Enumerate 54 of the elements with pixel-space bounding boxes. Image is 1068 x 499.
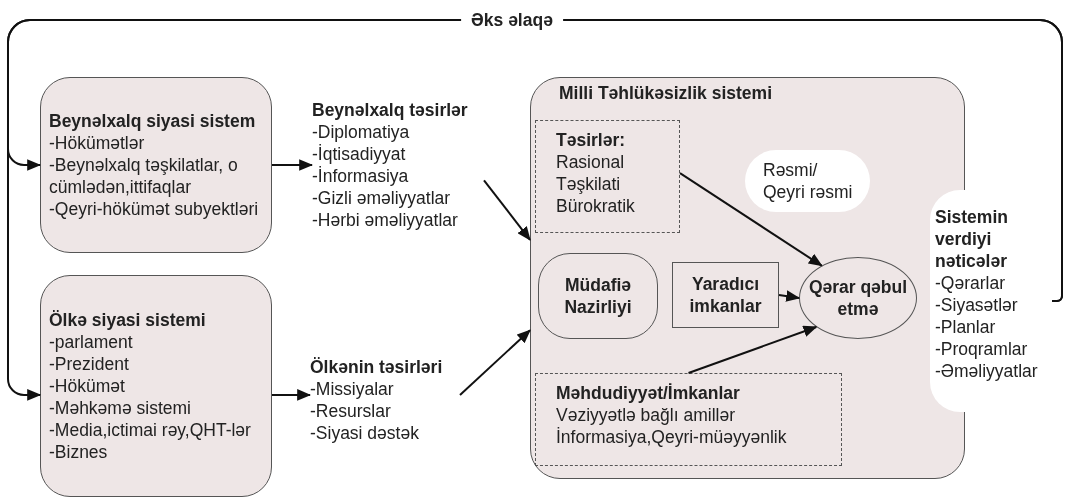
heading: Təsirlər: bbox=[556, 129, 627, 151]
list-item: Təşkilati bbox=[556, 173, 622, 195]
pill-shape bbox=[745, 150, 870, 212]
rect-box bbox=[672, 262, 779, 328]
list-item: Bürokratik bbox=[556, 195, 636, 217]
list-item: -Siyasi dəstək bbox=[310, 421, 420, 444]
heading: Beynəlxalq siyasi sistem bbox=[49, 110, 257, 132]
list-item: -Beynəlxalq təşkilatlar, o cümlədən,ittifaqlar bbox=[49, 154, 239, 198]
heading: Beynəlxalq təsirlər bbox=[312, 99, 469, 121]
heading: Məhdudiyyət/İmkanlar bbox=[556, 382, 741, 404]
arrow bbox=[7, 19, 1063, 401]
list-item: -Missiyalar bbox=[310, 377, 395, 400]
node-label: Yaradıcı imkanlar bbox=[688, 273, 763, 317]
list-item: -Media,ictimai rəy,QHT-lər bbox=[49, 419, 252, 441]
list-item: İnformasiya,Qeyri-müəyyənlik bbox=[556, 426, 788, 448]
list-item: -Prezident bbox=[49, 353, 130, 375]
heading: Sistemin verdiyi nəticələr bbox=[935, 206, 1009, 272]
list-item: -Məhkəmə sistemi bbox=[49, 397, 192, 419]
arrow bbox=[679, 172, 823, 267]
list-item: Vəziyyətlə bağlı amillər bbox=[556, 404, 736, 426]
list-item: -Hökümətlər bbox=[49, 132, 146, 154]
list-item: -Siyasətlər bbox=[935, 294, 1019, 316]
arrow bbox=[483, 179, 531, 241]
rounded-box bbox=[538, 253, 658, 339]
dashed-box bbox=[535, 373, 842, 466]
list-item: -Planlar bbox=[935, 316, 997, 338]
list-item: -Diplomatiya bbox=[312, 121, 411, 143]
list-item: -Hərbi əməliyyatlar bbox=[312, 209, 459, 231]
node-label: Müdafiə Nazirliyi bbox=[563, 274, 633, 318]
arrow bbox=[459, 329, 531, 396]
list-item: -parlament bbox=[49, 331, 134, 353]
heading: Ölkənin təsirləri bbox=[310, 355, 444, 378]
list-item: -Qərarlar bbox=[935, 272, 1006, 294]
rounded-box bbox=[40, 77, 272, 253]
node-label: Qərar qəbul etmə bbox=[807, 276, 909, 320]
list-item: -Gizli əməliyyatlar bbox=[312, 187, 452, 209]
heading: Milli Təhlükəsizlik sistemi bbox=[559, 82, 773, 104]
arrow bbox=[687, 325, 818, 374]
list-item: -Qeyri-hökümət subyektləri bbox=[49, 198, 260, 220]
arrow bbox=[271, 159, 314, 171]
rounded-box bbox=[40, 275, 272, 497]
list-item: Rasional bbox=[556, 151, 626, 173]
list-item: -Biznes bbox=[49, 441, 109, 463]
heading: Ölkə siyasi sistemi bbox=[49, 309, 207, 331]
list-item: -Resurslar bbox=[310, 399, 392, 422]
list-item: -Əməliyyatlar bbox=[935, 360, 1039, 382]
dashed-box bbox=[535, 120, 680, 233]
list-item: -İqtisadiyyat bbox=[312, 143, 407, 165]
list-item: -Hökümət bbox=[49, 375, 126, 397]
arrow bbox=[271, 389, 312, 401]
list-item: -Proqramlar bbox=[935, 338, 1029, 360]
list-item: Rəsmi/ Qeyri rəsmi bbox=[763, 159, 854, 203]
list-item: -İnformasiya bbox=[312, 165, 410, 187]
arrow bbox=[778, 290, 801, 302]
